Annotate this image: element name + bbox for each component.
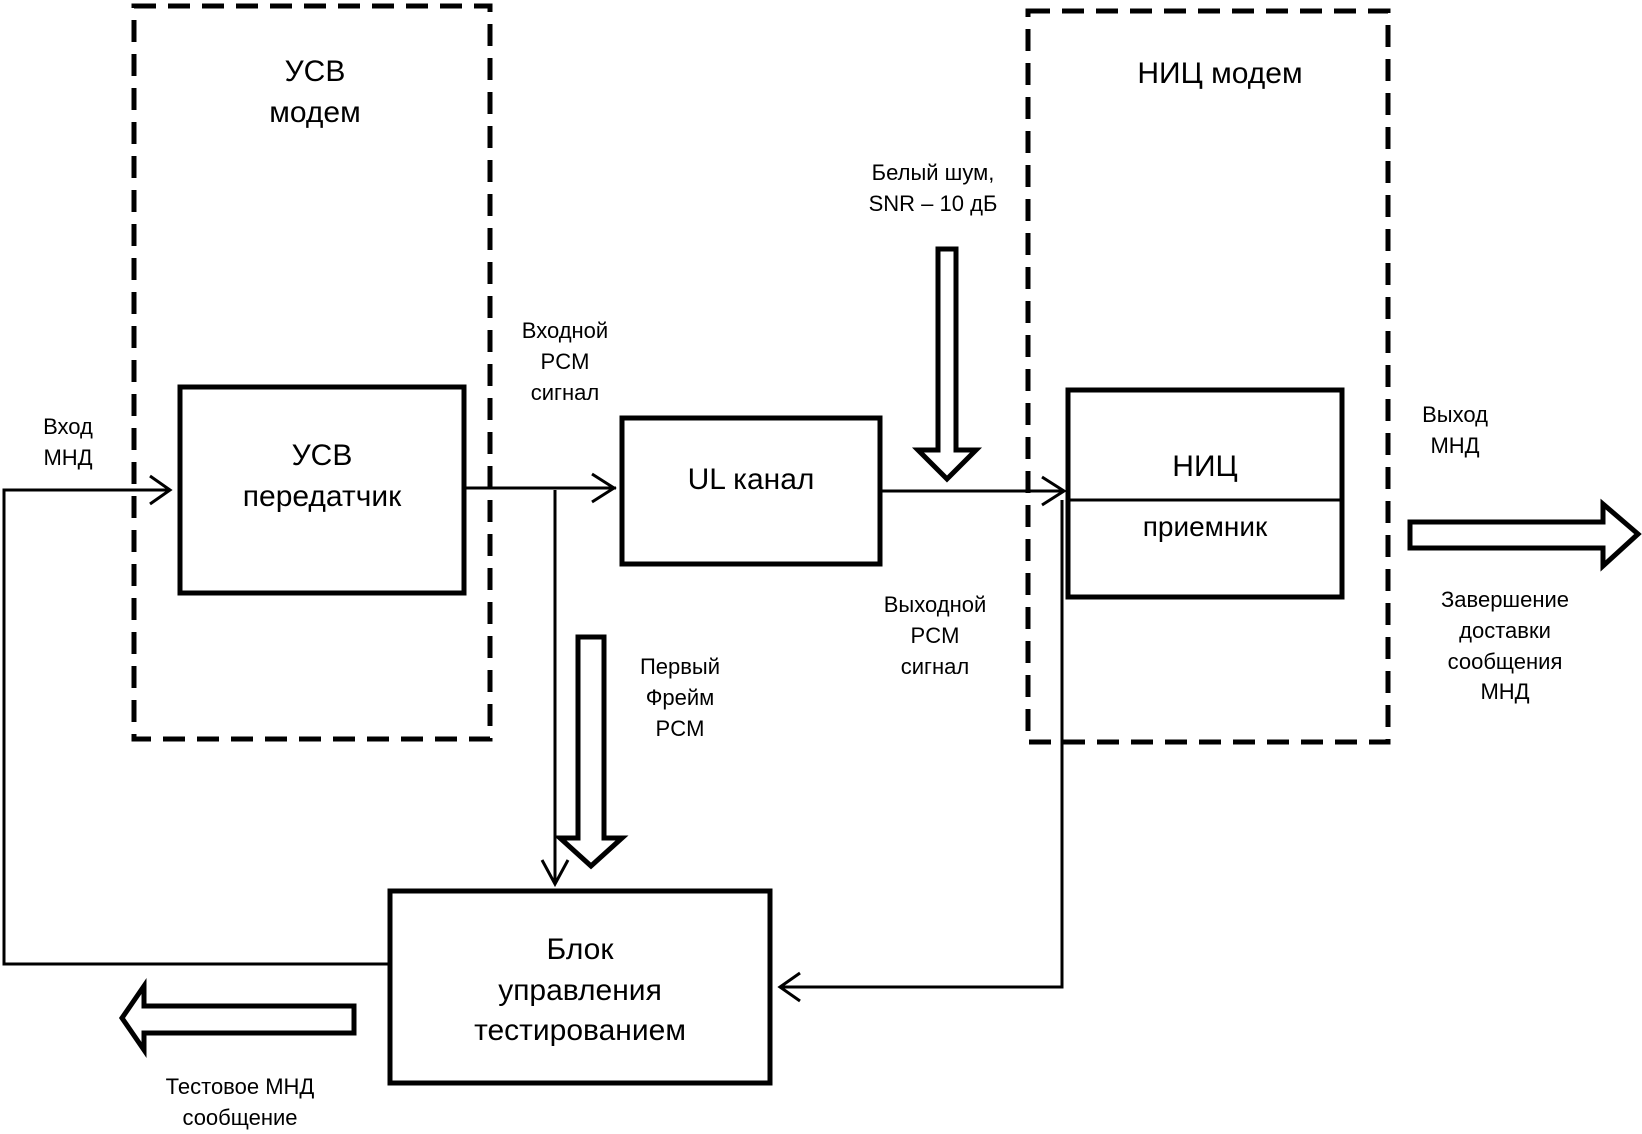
input-mnd-label-line1: Вход xyxy=(43,414,93,439)
output-mnd-label: Выход МНД xyxy=(1410,400,1500,462)
delivery-complete-label: Завершение доставки сообщения МНД xyxy=(1420,585,1590,708)
output-pcm-label: Выходной PCM сигнал xyxy=(870,590,1000,682)
test-message-block-arrow-icon xyxy=(118,977,357,1059)
usv-transmitter-block xyxy=(177,384,467,596)
output-mnd-label-line2: МНД xyxy=(1430,432,1480,458)
nic-receiver-block xyxy=(1065,387,1345,600)
first-frame-label-line3: PCM xyxy=(655,715,705,741)
test-control-block xyxy=(387,888,773,1086)
usv-transmitter-label: УСВ передатчик xyxy=(180,436,464,517)
output-pcm-label-line2: PCM xyxy=(910,622,960,648)
output-mnd-block-arrow-icon xyxy=(1407,498,1642,572)
test-control-label-line1: Блок xyxy=(546,933,614,966)
white-noise-label-line1: Белый шум, xyxy=(871,160,995,185)
output-mnd-label-line1: Выход xyxy=(1422,402,1488,427)
delivery-complete-label-line1: Завершение xyxy=(1441,587,1569,612)
nic-modem-group-box xyxy=(1025,8,1391,745)
input-pcm-label-line1: Входной xyxy=(521,318,609,343)
tap-arrowhead-icon xyxy=(540,859,570,888)
input-pcm-arrowhead-icon xyxy=(591,472,617,504)
receiver-feedback-line xyxy=(780,500,1064,989)
nic-modem-label: НИЦ модем xyxy=(1137,57,1303,90)
nic-receiver-bottom-label: приемник xyxy=(1142,511,1268,542)
usv-modem-label-line2: модем xyxy=(269,95,361,129)
test-message-label-line1: Тестовое МНД xyxy=(165,1074,315,1099)
input-pcm-label-line2: PCM xyxy=(540,348,590,374)
first-frame-label: Первый Фрейм PCM xyxy=(620,652,740,744)
input-pcm-label: Входной PCM сигнал xyxy=(500,316,630,408)
test-message-label: Тестовое МНД сообщение xyxy=(140,1072,340,1134)
test-message-label-line2: сообщение xyxy=(182,1104,298,1130)
delivery-complete-label-line4: МНД xyxy=(1480,679,1530,705)
ul-channel-label: UL канал xyxy=(687,463,815,496)
white-noise-block-arrow-icon xyxy=(911,246,983,483)
usv-transmitter-label-line1: УСВ xyxy=(291,439,353,472)
receiver-feedback-arrowhead-icon xyxy=(777,971,801,1003)
output-pcm-arrowhead-icon xyxy=(1041,475,1067,507)
input-arrowhead-icon xyxy=(149,474,173,506)
output-pcm-label-line3: сигнал xyxy=(900,653,970,679)
test-control-label: Блок управления тестированием xyxy=(390,930,770,1052)
usv-transmitter-label-line2: передатчик xyxy=(242,479,402,513)
input-mnd-label: Вход МНД xyxy=(28,412,108,474)
test-control-label-line2: управления xyxy=(498,973,662,1007)
delivery-complete-label-line2: доставки xyxy=(1459,617,1551,643)
usv-modem-label-line1: УСВ xyxy=(284,55,346,88)
first-frame-block-arrow-icon xyxy=(553,634,629,870)
delivery-complete-label-line3: сообщения xyxy=(1447,648,1563,674)
white-noise-label-line2: SNR – 10 дБ xyxy=(868,190,998,216)
output-pcm-label-line1: Выходной xyxy=(883,592,987,617)
first-frame-label-line1: Первый xyxy=(639,654,721,679)
white-noise-label: Белый шум, SNR – 10 дБ xyxy=(848,158,1018,220)
test-control-label-line3: тестированием xyxy=(474,1014,686,1047)
usv-modem-group-box xyxy=(131,3,493,742)
usv-modem-label: УСВ модем xyxy=(250,52,380,133)
nic-receiver-top-label: НИЦ xyxy=(1172,450,1238,483)
input-pcm-label-line3: сигнал xyxy=(530,379,600,405)
feedback-loop-line xyxy=(2,488,390,966)
first-frame-label-line2: Фрейм xyxy=(645,684,715,710)
input-mnd-label-line2: МНД xyxy=(43,444,93,470)
